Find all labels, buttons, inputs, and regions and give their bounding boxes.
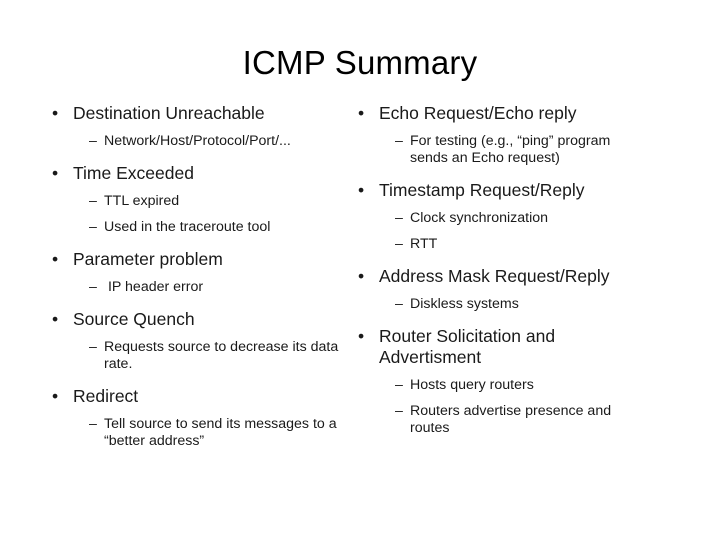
sub-bullet-item-diskless-systems[interactable]: –Diskless systems xyxy=(350,296,650,313)
bullet-label: Source Quench xyxy=(73,309,195,329)
sub-bullet-item-routers-advertise-presence-and-routes[interactable]: –Routers advertise presence and routes xyxy=(350,403,650,437)
sub-bullet-item-rtt[interactable]: –RTT xyxy=(350,236,650,253)
bullet-item-redirect[interactable]: • Redirect xyxy=(44,386,344,407)
sub-bullet-marker-icon: – xyxy=(89,339,97,355)
sub-bullet-item-used-in-the-traceroute-tool[interactable]: –Used in the traceroute tool xyxy=(44,219,344,236)
sub-bullet-label: Tell source to send its messages to a “b… xyxy=(104,416,341,449)
sub-bullet-label: IP header error xyxy=(104,279,204,295)
bullet-column-left: •Destination Unreachable–Network/Host/Pr… xyxy=(44,103,344,450)
bullet-marker-icon: • xyxy=(52,103,59,123)
bullet-label: Address Mask Request/Reply xyxy=(379,266,610,286)
sub-bullet-label: Diskless systems xyxy=(410,296,519,312)
sub-bullet-marker-icon: – xyxy=(395,236,403,252)
sub-bullet-marker-icon: – xyxy=(89,279,97,295)
bullet-group: • Destination Unreachable –Network/Host/Pr… xyxy=(44,103,344,150)
bullet-label: Echo Request/Echo reply xyxy=(379,103,577,123)
sub-bullet-label: Hosts query routers xyxy=(410,377,534,393)
sub-bullet-marker-icon: – xyxy=(395,296,403,312)
sub-bullet-label: Network/Host/Protocol/Port/... xyxy=(104,133,291,149)
sub-bullet-item-clock-synchronization[interactable]: –Clock synchronization xyxy=(350,210,650,227)
sub-bullet-label: Routers advertise presence and routes xyxy=(410,403,616,436)
bullet-label: Redirect xyxy=(73,386,139,406)
sub-bullet-item-ttl-expired[interactable]: –TTL expired xyxy=(44,193,344,210)
sub-bullet-item-network-host-protocol-port[interactable]: –Network/Host/Protocol/Port/... xyxy=(44,133,344,150)
sub-bullet-item-tell-source-to-send-its-messages-to-a-be[interactable]: –Tell source to send its messages to a “… xyxy=(44,416,344,450)
sub-bullet-label: Requests source to decrease its data rat… xyxy=(104,339,343,372)
bullet-item-timestamp-request-reply[interactable]: • Timestamp Request/Reply xyxy=(350,180,650,201)
bullet-item-source-quench[interactable]: • Source Quench xyxy=(44,309,344,330)
bullet-marker-icon: • xyxy=(52,309,59,329)
bullet-group: • Address Mask Request/Reply –Diskless sys… xyxy=(350,266,650,313)
bullet-group: • Router Solicitation and Advertisment –Ho… xyxy=(350,326,650,437)
sub-bullet-marker-icon: – xyxy=(89,193,97,209)
bullet-group: • Parameter problem – IP header error xyxy=(44,249,344,296)
bullet-label: Router Solicitation and Advertisment xyxy=(379,326,559,367)
bullet-item-destination-unreachable[interactable]: • Destination Unreachable xyxy=(44,103,344,124)
bullet-item-address-mask-request-reply[interactable]: • Address Mask Request/Reply xyxy=(350,266,650,287)
sub-bullet-marker-icon: – xyxy=(395,403,403,419)
bullet-column-right: •Echo Request/Echo reply–For testing (e.… xyxy=(350,103,650,437)
bullet-group: • Timestamp Request/Reply –Clock synchroni… xyxy=(350,180,650,253)
sub-bullet-item-hosts-query-routers[interactable]: –Hosts query routers xyxy=(350,377,650,394)
bullet-group: •Time Exceeded–TTL expired–Used in the t… xyxy=(44,163,344,236)
sub-bullet-marker-icon: – xyxy=(89,416,97,432)
bullet-marker-icon: • xyxy=(358,180,365,200)
sub-bullet-item-requests-source-to-decrease-its-data-rat[interactable]: –Requests source to decrease its data ra… xyxy=(44,339,344,373)
page-title: ICMP Summary xyxy=(242,44,478,81)
bullet-group: • Redirect –Tell source to send its messag… xyxy=(44,386,344,450)
bullet-item-echo-request-echo-reply[interactable]: • Echo Request/Echo reply xyxy=(350,103,650,124)
sub-bullet-label: TTL expired xyxy=(104,193,180,209)
bullet-label: Timestamp Request/Reply xyxy=(379,180,585,200)
sub-bullet-label: RTT xyxy=(410,236,438,252)
bullet-label: Destination Unreachable xyxy=(73,103,265,123)
bullet-label: Parameter problem xyxy=(73,249,223,269)
bullet-item-router-solicitation-and-advertisment[interactable]: • Router Solicitation and Advertisment xyxy=(350,326,650,368)
sub-bullet-item-for-testing-e-g-ping-program-sends-an-ec[interactable]: –For testing (e.g., “ping” program sends… xyxy=(350,133,650,167)
sub-bullet-marker-icon: – xyxy=(89,219,97,235)
bullet-marker-icon: • xyxy=(358,103,365,123)
bullet-marker-icon: • xyxy=(52,163,59,183)
sub-bullet-label: Used in the traceroute tool xyxy=(104,219,271,235)
bullet-marker-icon: • xyxy=(52,249,59,269)
sub-bullet-item-ip-header-error[interactable]: – IP header error xyxy=(44,279,344,296)
bullet-label: Time Exceeded xyxy=(73,163,194,183)
bullet-group: • Source Quench –Requests source to decrea… xyxy=(44,309,344,373)
sub-bullet-marker-icon: – xyxy=(395,377,403,393)
sub-bullet-label: Clock synchronization xyxy=(410,210,548,226)
bullet-item-parameter-problem[interactable]: • Parameter problem xyxy=(44,249,344,270)
sub-bullet-label: For testing (e.g., “ping” program sends … xyxy=(410,133,615,166)
sub-bullet-marker-icon: – xyxy=(89,133,97,149)
bullet-item-time-exceeded[interactable]: • Time Exceeded xyxy=(44,163,344,184)
sub-bullet-marker-icon: – xyxy=(395,210,403,226)
bullet-marker-icon: • xyxy=(358,266,365,286)
bullet-marker-icon: • xyxy=(52,386,59,406)
sub-bullet-marker-icon: – xyxy=(395,133,403,149)
bullet-marker-icon: • xyxy=(358,326,365,346)
bullet-group: • Echo Request/Echo reply –For testing (e.… xyxy=(350,103,650,167)
